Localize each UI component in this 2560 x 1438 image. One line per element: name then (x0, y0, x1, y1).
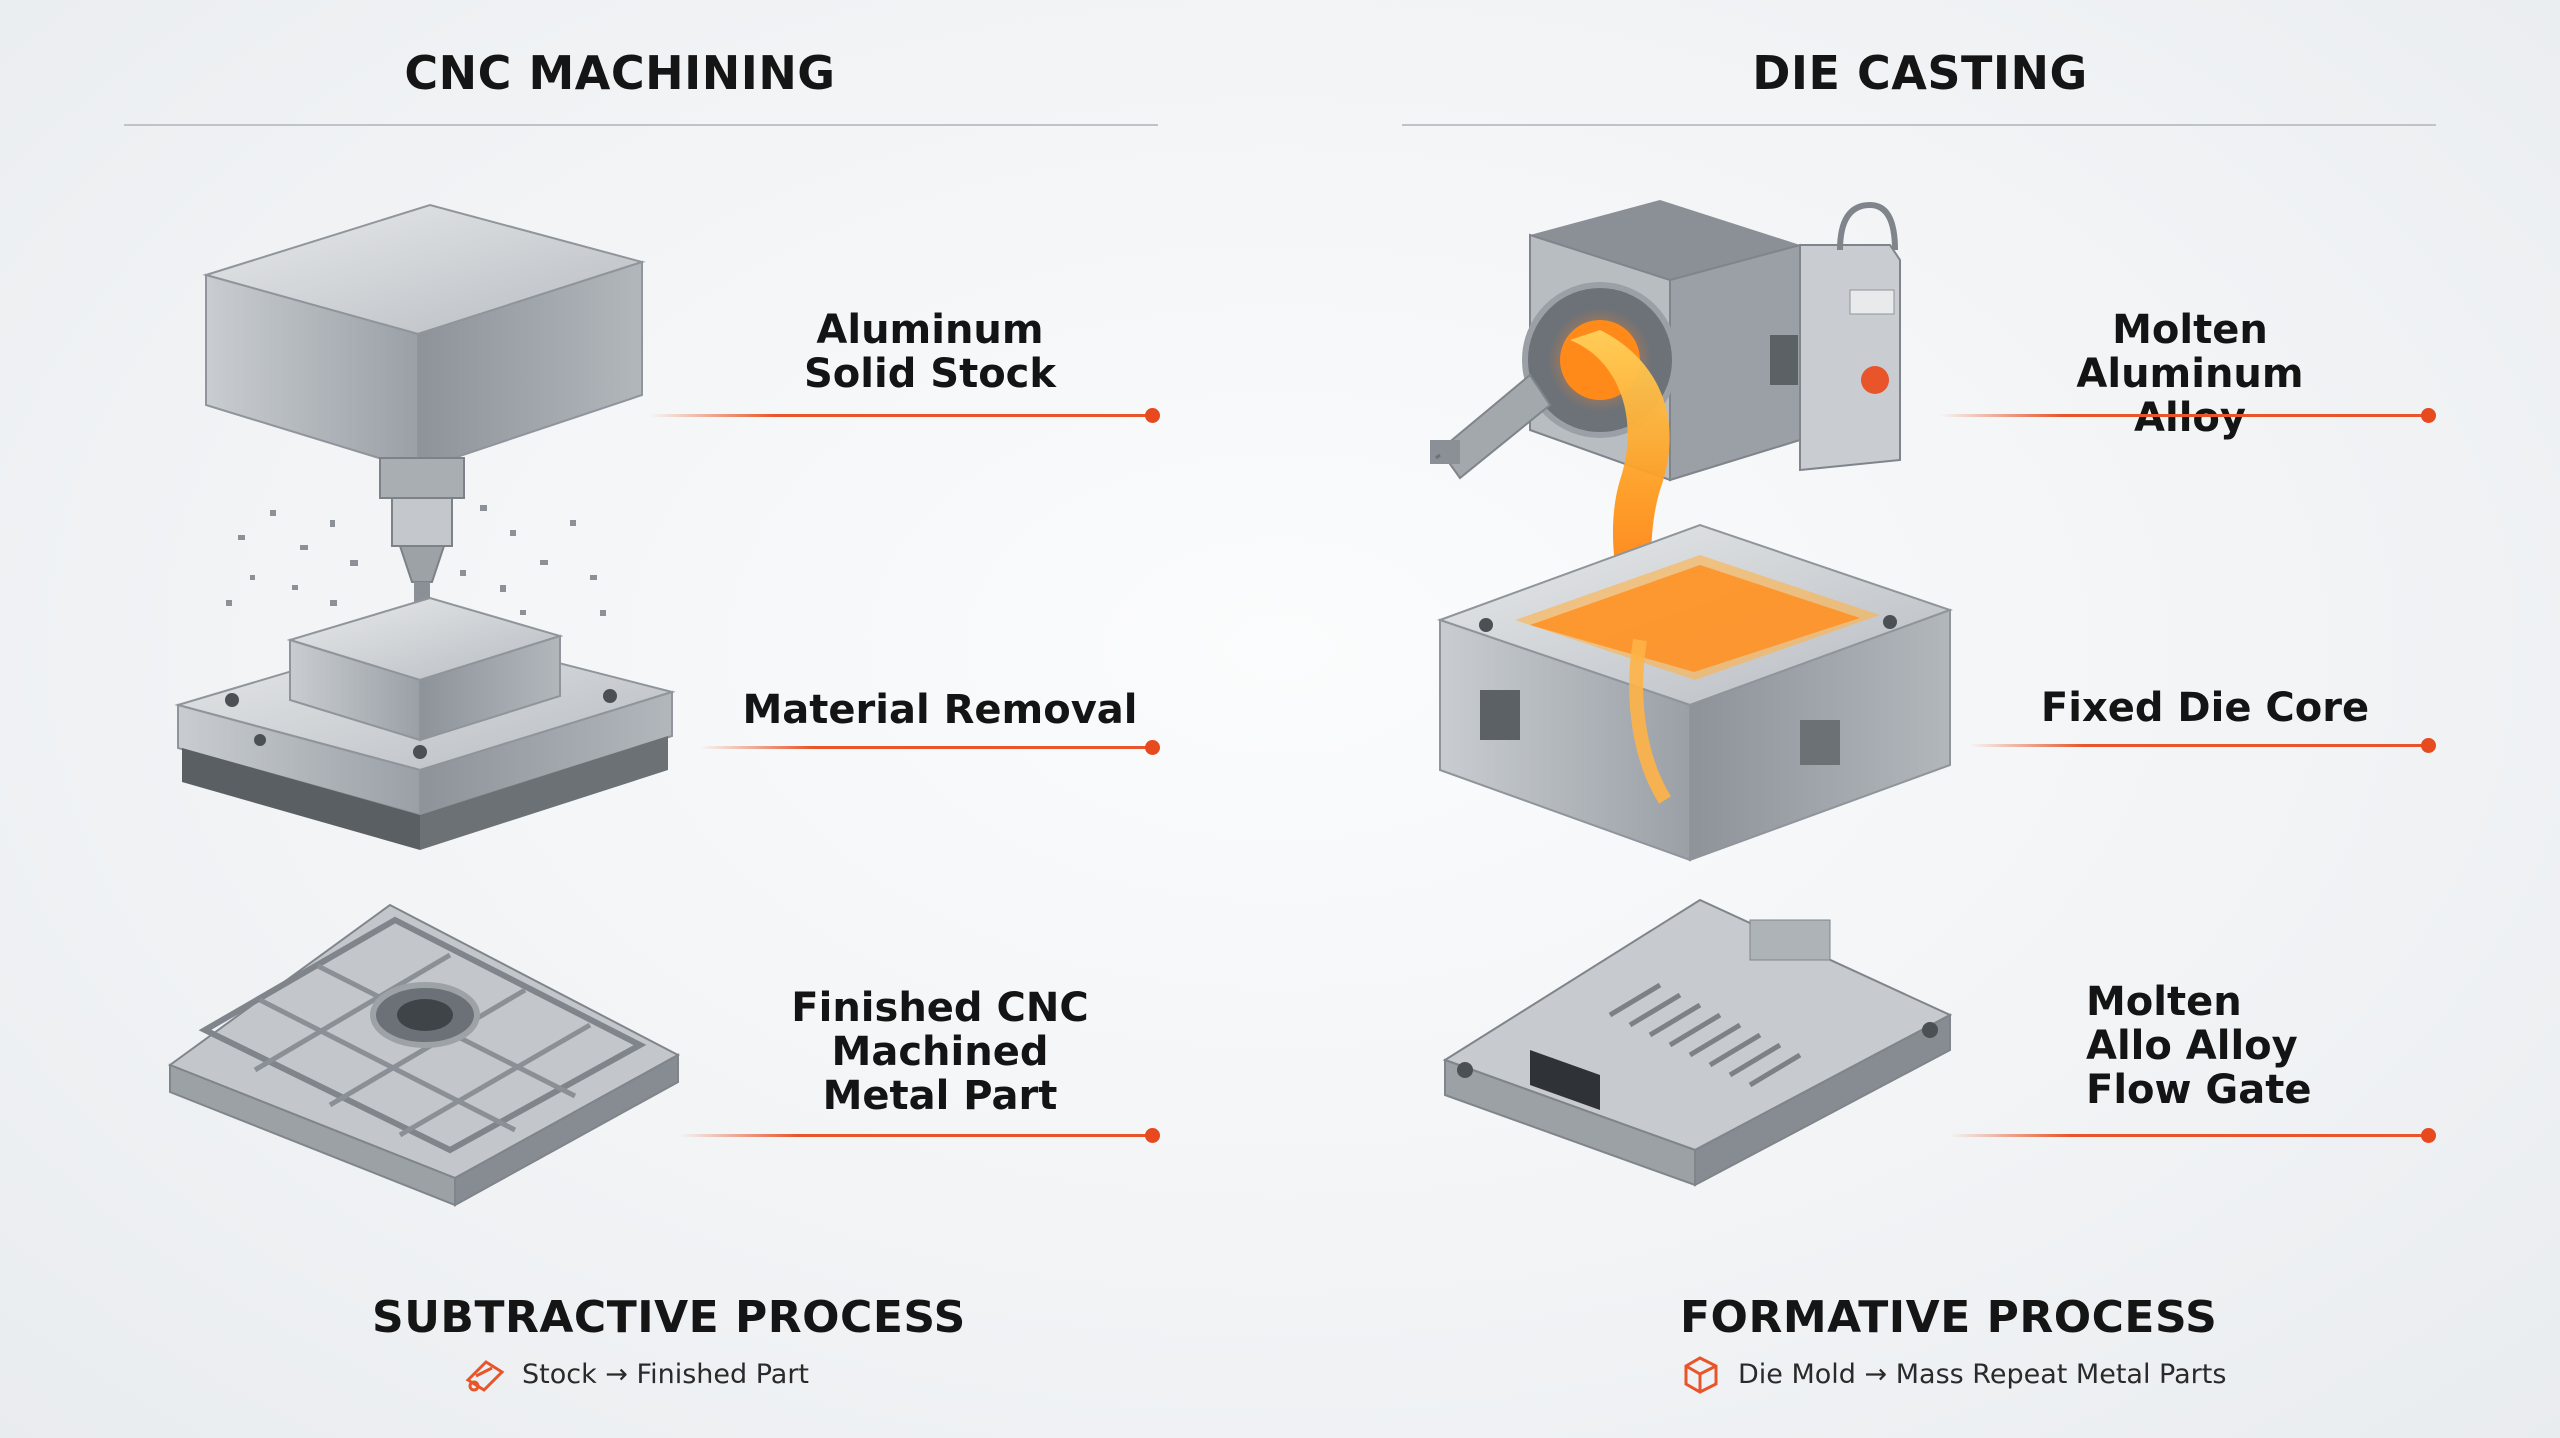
aluminum-stock-block (202, 203, 646, 472)
label-fixed-die-core: Fixed Die Core (2040, 685, 2370, 731)
mold-box-icon (1684, 1356, 1718, 1394)
cnc-spindle-tool (379, 457, 465, 612)
pointer-dot (2421, 738, 2436, 753)
pointer-dot (1145, 740, 1160, 755)
label-molten-alloy: Molten Aluminum Alloy (2076, 307, 2304, 441)
pointer-molten-alloy (1940, 408, 2436, 423)
cnc-machining-column: CNC MACHINING (404, 46, 836, 100)
label-finished-part: Finished CNC Machined Metal Part (791, 985, 1089, 1119)
pointer-dot (2421, 1128, 2436, 1143)
formative-process-flow: Die Mold → Mass Repeat Metal Parts (1678, 1354, 2226, 1394)
pointer-dot (2421, 408, 2436, 423)
cnc-workpiece (286, 596, 564, 742)
fixed-die-core (1436, 523, 1954, 862)
finished-machined-part (167, 903, 681, 1207)
die-casting-title: DIE CASTING (1752, 46, 2088, 100)
metal-chips (226, 505, 606, 616)
pointer-flow-gate (1950, 1128, 2436, 1143)
label-material-removal: Material Removal (742, 687, 1138, 733)
formative-flow-text: Die Mold → Mass Repeat Metal Parts (1738, 1358, 2227, 1390)
formative-process-title: FORMATIVE PROCESS (1680, 1292, 2218, 1343)
label-flow-gate: Molten Allo Alloy Flow Gate (2086, 979, 2312, 1113)
pointer-aluminum-stock (650, 408, 1160, 423)
die-cast-part (1442, 898, 1953, 1187)
cnc-machining-title: CNC MACHINING (404, 46, 836, 100)
pointer-material-removal (700, 740, 1160, 755)
cutting-tool-icon (465, 1360, 505, 1392)
die-casting-title-divider (1402, 124, 2436, 126)
cnc-title-divider (124, 124, 1158, 126)
subtractive-process-title: SUBTRACTIVE PROCESS (372, 1292, 966, 1343)
subtractive-process-flow: Stock → Finished Part (462, 1354, 809, 1394)
pointer-fixed-die-core (1970, 738, 2436, 753)
subtractive-flow-text: Stock → Finished Part (522, 1358, 810, 1390)
label-aluminum-stock: Aluminum Solid Stock (804, 307, 1056, 397)
pointer-dot (1145, 1128, 1160, 1143)
pointer-finished-part (680, 1128, 1160, 1143)
pointer-dot (1145, 408, 1160, 423)
